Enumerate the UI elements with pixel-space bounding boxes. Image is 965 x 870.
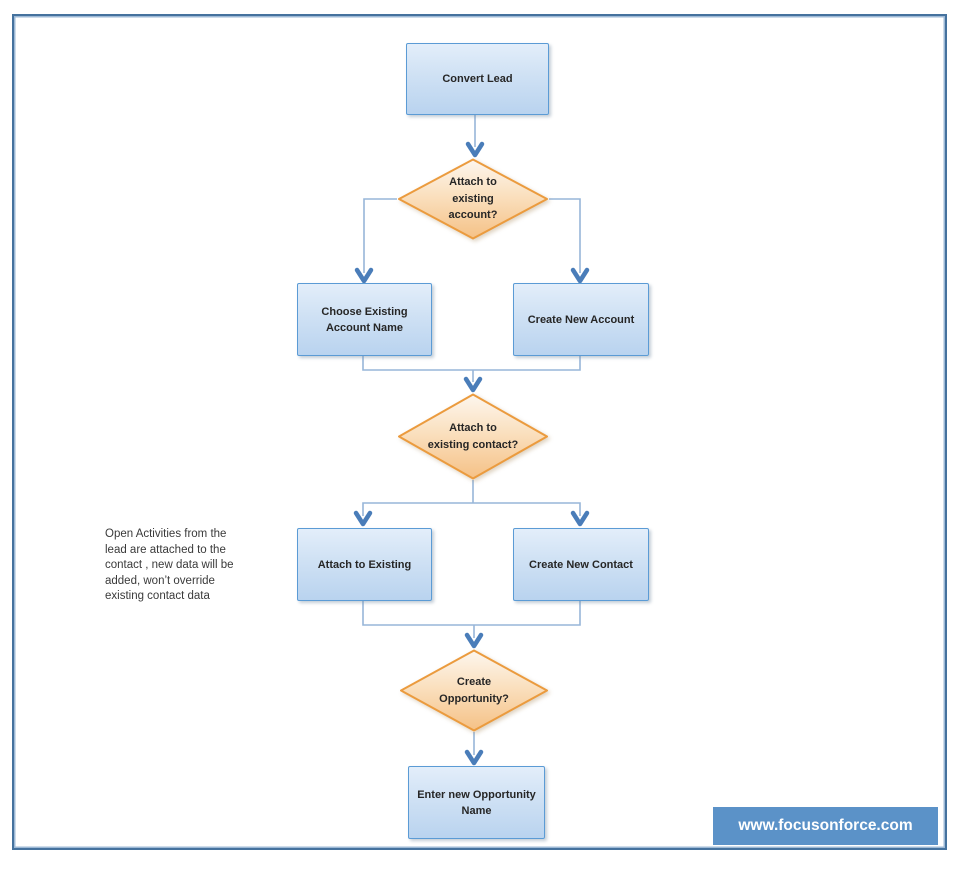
diamond-shape	[398, 158, 548, 240]
node-convert-lead: Convert Lead	[406, 43, 549, 115]
diamond-shape	[398, 393, 548, 480]
node-label: Create New Account	[527, 313, 635, 326]
edge-merge-row2	[362, 599, 581, 626]
node-attach-existing-contact: Attach to existing contact?	[397, 393, 549, 480]
arrowhead-icon	[353, 510, 373, 527]
node-enter-opportunity-name: Enter new Opportunity Name	[408, 766, 545, 839]
edge-diamond1-right	[549, 198, 581, 273]
arrowhead-icon	[464, 749, 484, 766]
node-create-opportunity: Create Opportunity?	[399, 649, 549, 732]
node-label: Create New Contact	[529, 558, 633, 571]
edge-split-row2	[362, 502, 581, 516]
arrowhead-icon	[464, 632, 484, 649]
node-attach-existing-account: Attach to existing account?	[397, 158, 549, 240]
arrowhead-icon	[465, 141, 485, 158]
node-create-new-contact: Create New Contact	[513, 528, 649, 601]
page-border	[12, 14, 947, 850]
node-label: Attach to Existing	[317, 558, 412, 571]
arrowhead-icon	[570, 510, 590, 527]
arrowhead-icon	[354, 267, 374, 284]
arrowhead-icon	[570, 267, 590, 284]
node-label: Convert Lead	[442, 73, 513, 85]
node-label: Attach to existing contact?	[427, 422, 519, 451]
node-label: Create Opportunity?	[439, 676, 509, 705]
node-choose-existing-account: Choose Existing Account Name	[297, 283, 432, 356]
node-create-new-account: Create New Account	[513, 283, 649, 356]
edge-merge-row1	[362, 354, 581, 371]
annotation-note: Open Activities from the lead are attach…	[105, 528, 234, 602]
node-label: Enter new Opportunity Name	[417, 788, 536, 817]
diamond-shape	[400, 649, 548, 732]
node-label: Choose Existing Account Name	[321, 305, 408, 334]
node-label: Attach to existing account?	[448, 176, 498, 222]
arrowhead-icon	[463, 376, 483, 393]
website-banner[interactable]: www.focusonforce.com	[713, 807, 938, 845]
edge-diamond1-left	[363, 198, 397, 273]
node-attach-to-existing: Attach to Existing	[297, 528, 432, 601]
